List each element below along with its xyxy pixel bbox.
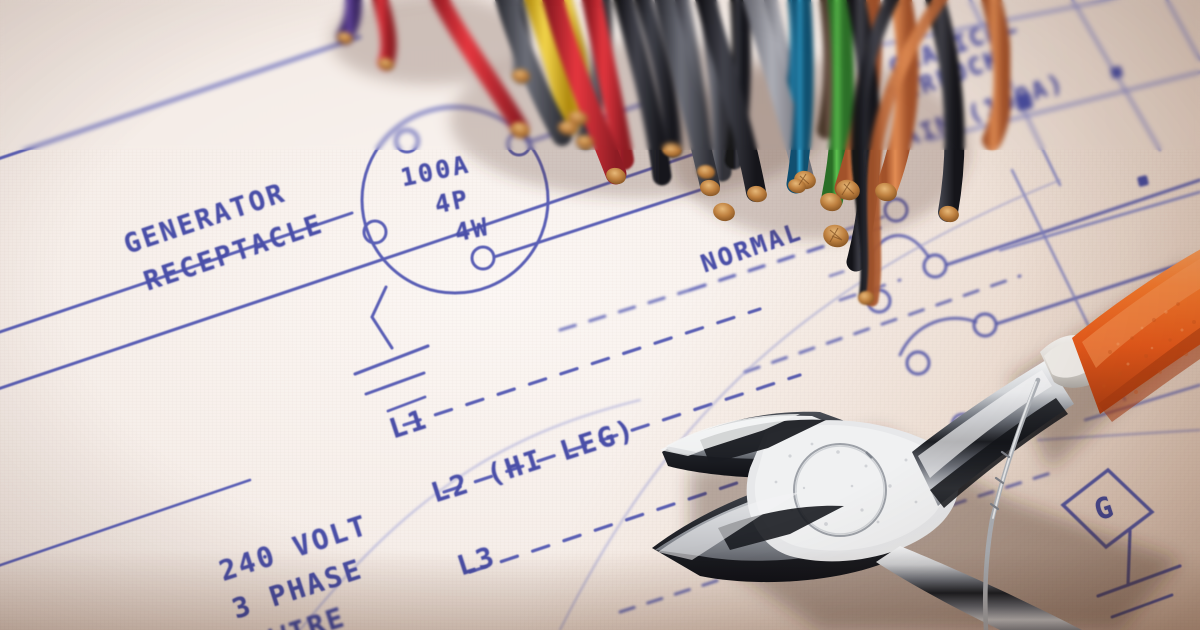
handle-grip-texture [1102, 302, 1196, 394]
pliers-lower-shank [876, 546, 1082, 630]
copper-strand-lines [798, 173, 855, 243]
copper-tip [713, 202, 735, 222]
rail-line-lower [0, 478, 252, 567]
bus-line-l2 [442, 373, 802, 494]
receptacle-leader-line [0, 211, 354, 334]
ground-symbol [353, 285, 430, 413]
copper-tip [606, 167, 626, 185]
copper-tip [875, 182, 897, 202]
copper-tip [939, 205, 959, 223]
copper-tip-green-wire [820, 192, 842, 212]
terminal-dot [362, 219, 388, 245]
pivot-circle [793, 443, 887, 537]
copper-tip [788, 178, 806, 194]
pivot-rivet [865, 451, 873, 459]
pliers-handle [1072, 249, 1200, 422]
bus-line-l1 [402, 307, 762, 427]
pliers-edge-highlights [658, 414, 800, 560]
copper-tip [700, 179, 720, 197]
pliers-return-spring [982, 377, 1041, 630]
copper-tip-orange-wire [836, 179, 860, 201]
paper-bottom-shadow [0, 550, 1200, 630]
copper-tip [697, 164, 715, 180]
copper-tip [747, 185, 767, 203]
copper-tip [858, 291, 874, 305]
